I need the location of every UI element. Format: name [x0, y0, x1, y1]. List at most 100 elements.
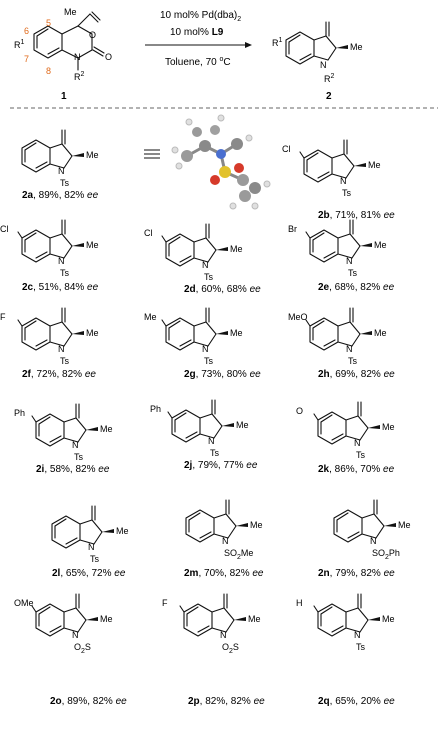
- methyl-label: Me: [230, 328, 243, 338]
- n-substituent-label: Ts: [348, 356, 358, 366]
- methyl-label: Me: [86, 150, 99, 160]
- compound-2e-label: 2e, 68%, 82% ee: [318, 282, 395, 293]
- ring-substituent-label: Cl: [282, 144, 291, 154]
- methyl-label: Me: [248, 614, 261, 624]
- reagent-ligand-label: 10 mol% L9: [170, 27, 224, 38]
- nitrogen-label: N: [370, 536, 377, 546]
- product-structure: [285, 21, 349, 65]
- n-substituent-label: SO2Ph: [372, 548, 400, 561]
- methyl-label: Me: [116, 526, 129, 536]
- product-r1-label: R1: [272, 37, 283, 48]
- ring-substituent-label: F: [0, 312, 6, 322]
- methyl-label: Me: [374, 328, 387, 338]
- substrate-o-label: O: [89, 30, 96, 40]
- nitrogen-label: N: [208, 436, 215, 446]
- nitrogen-label: N: [222, 536, 229, 546]
- ring-substituent-label: O: [296, 406, 303, 416]
- methyl-label: Me: [368, 160, 381, 170]
- n-substituent-label: O2S: [74, 642, 91, 655]
- n-substituent-label: Ts: [356, 642, 366, 652]
- substrate-carbonyl-o-label: O: [105, 52, 112, 62]
- compound-2f-label: 2f, 72%, 82% ee: [22, 369, 96, 380]
- n-substituent-label: Ts: [342, 188, 352, 198]
- ring-substituent-label: H: [296, 598, 303, 608]
- ring-substituent-label: Br: [288, 224, 297, 234]
- substrate-me-label: Me: [64, 7, 77, 17]
- n-substituent-label: Ts: [60, 178, 70, 188]
- nitrogen-label: N: [72, 630, 79, 640]
- equivalence-sign: [144, 149, 160, 159]
- compound-2g-label: 2g, 73%, 80% ee: [184, 369, 261, 380]
- nitrogen-label: N: [58, 256, 65, 266]
- nitrogen-label: N: [354, 438, 361, 448]
- ring-substituent-label: MeO: [288, 312, 308, 322]
- n-substituent-label: Ts: [204, 356, 214, 366]
- n-substituent-label: Ts: [210, 448, 220, 458]
- compound-2p-label: 2p, 82%, 82% ee: [188, 696, 265, 707]
- methyl-label: Me: [250, 520, 263, 530]
- compound-2l-label: 2l, 65%, 72% ee: [52, 568, 126, 579]
- substrate-structure: [33, 11, 105, 71]
- compound-2h-label: 2h, 69%, 82% ee: [318, 369, 395, 380]
- ring-substituent-label: Me: [144, 312, 157, 322]
- methyl-label: Me: [236, 420, 249, 430]
- nitrogen-label: N: [202, 260, 209, 270]
- substrate-r1-label: R1: [14, 39, 25, 50]
- n-substituent-label: O2S: [222, 642, 239, 655]
- position-8-label: 8: [46, 66, 51, 76]
- nitrogen-label: N: [340, 176, 347, 186]
- nitrogen-label: N: [58, 166, 65, 176]
- nitrogen-label: N: [354, 630, 361, 640]
- position-6-label: 6: [24, 26, 29, 36]
- nitrogen-label: N: [346, 344, 353, 354]
- methyl-label: Me: [86, 240, 99, 250]
- compound-2n-label: 2n, 79%, 82% ee: [318, 568, 395, 579]
- ring-substituent-label: F: [162, 598, 168, 608]
- n-substituent-label: SO2Me: [224, 548, 253, 561]
- ring-substituent-label: OMe: [14, 598, 34, 608]
- ring-substituent-label: Cl: [144, 228, 153, 238]
- methyl-label: Me: [382, 422, 395, 432]
- nitrogen-label: N: [346, 256, 353, 266]
- position-5-label: 5: [46, 18, 51, 28]
- methyl-label: Me: [100, 424, 113, 434]
- compound-2j-label: 2j, 79%, 77% ee: [184, 460, 258, 471]
- compound-2c-label: 2c, 51%, 84% ee: [22, 282, 99, 293]
- compound-2i-label: 2i, 58%, 82% ee: [36, 464, 110, 475]
- ring-substituent-label: Ph: [150, 404, 161, 414]
- compound-2m-label: 2m, 70%, 82% ee: [184, 568, 264, 579]
- methyl-label: Me: [86, 328, 99, 338]
- reaction-conditions-label: Toluene, 70 oC: [165, 56, 231, 68]
- substrate-number-label: 1: [61, 91, 67, 102]
- compound-2o-label: 2o, 89%, 82% ee: [50, 696, 127, 707]
- product-n-label: N: [320, 60, 327, 70]
- nitrogen-label: N: [72, 440, 79, 450]
- methyl-label: Me: [382, 614, 395, 624]
- compound-2b-label: 2b, 71%, 81% ee: [318, 210, 395, 221]
- methyl-label: Me: [230, 244, 243, 254]
- position-7-label: 7: [24, 54, 29, 64]
- nitrogen-label: N: [58, 344, 65, 354]
- nitrogen-label: N: [202, 344, 209, 354]
- n-substituent-label: Ts: [90, 554, 100, 564]
- compound-2a-label: 2a, 89%, 82% ee: [22, 190, 99, 201]
- compound-2k-label: 2k, 86%, 70% ee: [318, 464, 395, 475]
- reaction-header: Me O O N R2 R1 5 6 7 8 1 10 mol% Pd(dba)…: [14, 7, 363, 102]
- n-substituent-label: Ts: [60, 356, 70, 366]
